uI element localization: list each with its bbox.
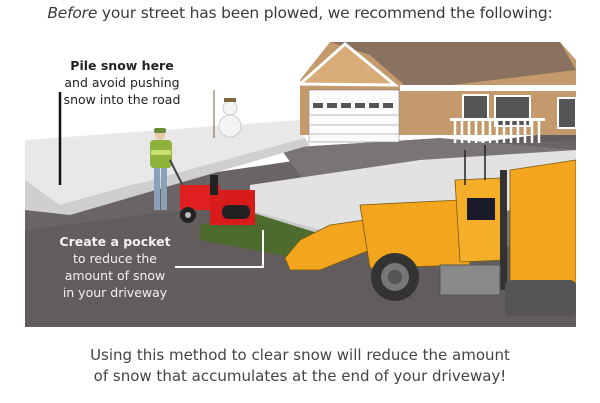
garage-door: [308, 89, 400, 143]
snowblower: [180, 175, 255, 225]
conclusion-line2: of snow that accumulates at the end of y…: [93, 367, 507, 385]
pocket-callout-title: Create a pocket: [59, 234, 171, 249]
intro-text: Before your street has been plowed, we r…: [0, 4, 600, 22]
intro-rest: your street has been plowed, we recommen…: [97, 4, 553, 22]
pile-snow-callout: Pile snow here and avoid pushing snow in…: [62, 57, 182, 108]
pocket-callout-line1: to reduce the: [73, 251, 157, 266]
pile-callout-title: Pile snow here: [70, 58, 174, 73]
pile-callout-line1: and avoid pushing: [64, 75, 180, 90]
pile-callout-line2: snow into the road: [63, 92, 181, 107]
intro-emphasis: Before: [47, 4, 98, 22]
create-pocket-callout: Create a pocket to reduce the amount of …: [55, 233, 175, 301]
pocket-callout-line3: in your driveway: [62, 285, 168, 300]
snowman: [213, 90, 242, 138]
snow-clearing-illustration: [25, 25, 576, 327]
pocket-callout-line2: amount of snow: [64, 268, 166, 283]
person-with-snowblower: [150, 128, 191, 210]
house: [296, 42, 576, 143]
conclusion-text: Using this method to clear snow will red…: [0, 345, 600, 387]
snowplow-truck: [284, 145, 576, 316]
pocket-callout-line: [175, 230, 264, 268]
conclusion-line1: Using this method to clear snow will red…: [90, 346, 510, 364]
